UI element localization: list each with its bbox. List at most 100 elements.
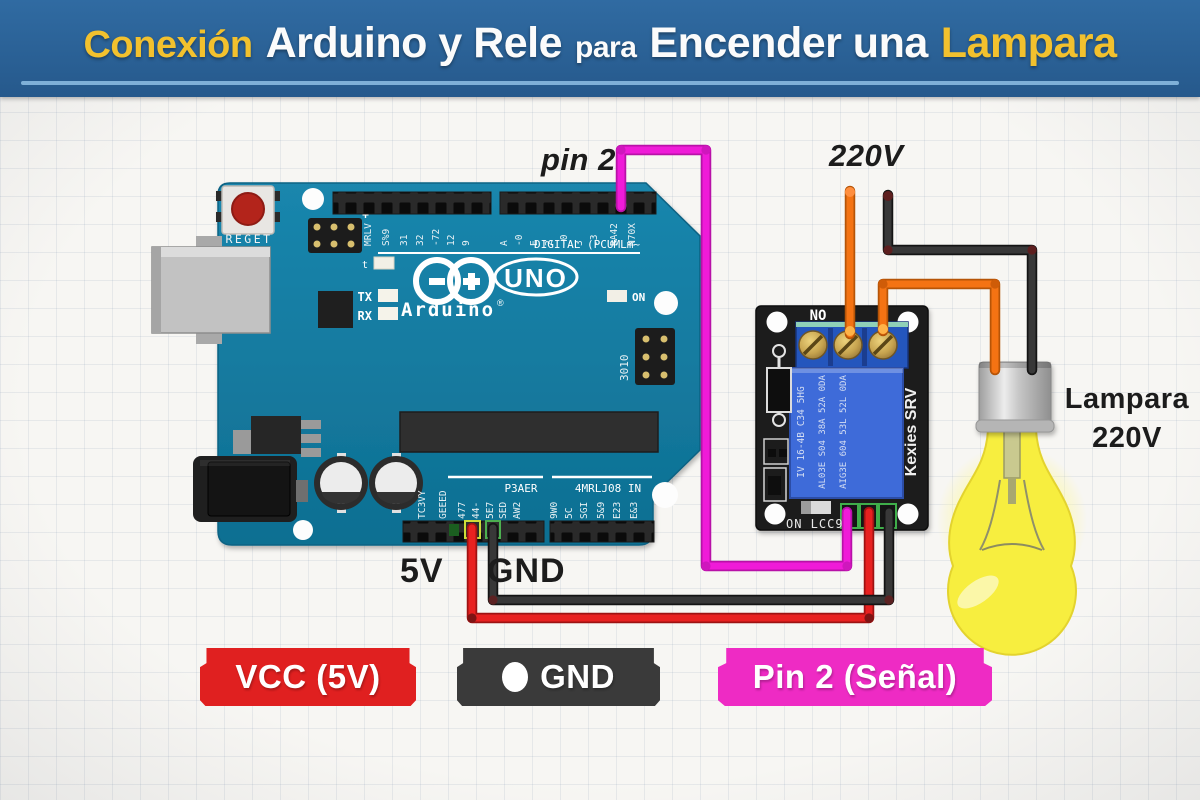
- digital-header-left: [332, 191, 492, 215]
- mounting-holes: [293, 188, 678, 540]
- pin-label: SGI: [579, 502, 590, 519]
- lamp-socket: [975, 361, 1055, 433]
- arduino-uno-board: REGET: [151, 182, 701, 546]
- power-wire-red: [466, 506, 875, 624]
- title-word-lampara: Lampara: [940, 19, 1117, 67]
- pin-label: 32: [415, 235, 426, 246]
- pin-label: 9W0: [549, 502, 560, 519]
- power-jack: [193, 456, 308, 522]
- arduino-logo: [413, 257, 495, 305]
- title-banner: Conexión Arduino y Rele para Encender un…: [0, 0, 1200, 97]
- icsp-header-2: [635, 328, 675, 385]
- pin-label: 2: [544, 240, 555, 246]
- pin-label: TC3VY: [417, 490, 428, 519]
- lamp-annotation: Lampara 220V: [1057, 380, 1197, 458]
- pin-label: -0: [559, 234, 570, 246]
- lamp: [912, 361, 1112, 656]
- pin2-annotation: pin 2: [541, 142, 616, 177]
- title-word-para: para: [575, 31, 637, 64]
- capacitor-2: [369, 453, 423, 513]
- ground-wire-black: [487, 506, 895, 606]
- pin-label: N70X: [627, 223, 638, 246]
- pin-label: 5C: [564, 508, 575, 519]
- title-underline: [21, 81, 1179, 85]
- uno-label: UNO: [504, 263, 568, 293]
- pin-label: GEEED: [438, 490, 449, 519]
- uno-oval: [493, 257, 579, 297]
- pin-label: E: [529, 240, 540, 246]
- relay-marking-3: AIG3E 604 53L 52L 0DA: [839, 375, 849, 489]
- page-title: Conexión Arduino y Rele para Encender un…: [83, 19, 1117, 68]
- pin-label: E&3: [629, 502, 640, 519]
- pin-label: S%9: [381, 229, 392, 246]
- relay-cube: IV 16-4B C34 5HG AL03E S04 38A 52A 0DA A…: [789, 367, 904, 499]
- pin-label: 12: [446, 235, 457, 246]
- legend-signal: Pin 2 (Señal): [718, 648, 992, 706]
- relay-side-label: Kexies SRV: [903, 387, 920, 476]
- legend-vcc: VCC (5V): [200, 648, 416, 706]
- digital-header-right: [499, 191, 657, 215]
- analog-header: [549, 520, 655, 543]
- analog-caption: 4MRLJ08 IN: [575, 482, 641, 495]
- relay-smd-component-1: [763, 438, 789, 465]
- mcu-chip: [399, 411, 659, 453]
- pin-label: -0: [514, 234, 525, 246]
- on-led: [607, 290, 627, 302]
- signal-wire-magenta: [615, 144, 853, 572]
- pin-highlight-green: [449, 524, 459, 536]
- pin-label: SED: [498, 502, 509, 519]
- on-label: ON: [632, 291, 645, 304]
- pin-label: RA42: [609, 223, 620, 246]
- legend-signal-label: Pin 2 (Señal): [752, 658, 958, 695]
- relay-to-lamp-wire-orange: [877, 278, 1001, 376]
- relay-smd-component-2: [763, 467, 787, 502]
- pin-label: A: [499, 240, 510, 246]
- pin-label: MRLV: [363, 223, 374, 246]
- tx-led: [378, 289, 398, 302]
- pin-label: .3: [589, 235, 600, 246]
- mains-voltage-annotation: 220V: [829, 138, 904, 173]
- legend-gnd-label: GND: [540, 658, 615, 695]
- title-word-encender: Encender una: [649, 19, 928, 67]
- rx-led: [378, 307, 398, 320]
- icsp-header-1: [308, 218, 362, 253]
- relay-bottom-label: ON LCC9: [786, 517, 844, 531]
- pin-label: 44-: [471, 502, 482, 519]
- digital-pin-labels: MRLV S%9 31 32 -72 12 9 A -0 E 2 -0 3 .3…: [363, 223, 638, 246]
- pin-label: 477: [457, 502, 468, 519]
- pin-label: 5E7: [485, 502, 496, 519]
- relay-no-label: NO: [810, 308, 827, 324]
- pin-label: 3: [574, 240, 585, 246]
- pin-label: 9: [461, 240, 472, 246]
- bulb-highlight: [957, 575, 999, 609]
- title-word-conexion: Conexión: [83, 24, 253, 66]
- gnd-annotation: GND: [487, 552, 566, 590]
- pin-label: E23: [612, 502, 623, 519]
- relay-smd-resistor: [801, 501, 831, 514]
- tx-label: TX: [358, 290, 373, 304]
- 5v-annotation: 5V: [400, 552, 444, 590]
- wire-joints: [467, 145, 1037, 623]
- icsp2-label: 3010: [618, 355, 631, 382]
- led-l: [373, 256, 395, 270]
- lamp-annotation-line2: 220V: [1092, 422, 1162, 455]
- relay-marking-1: IV 16-4B C34 5HG: [796, 386, 807, 478]
- legend-gnd: GND: [457, 648, 660, 706]
- relay-marking-2: AL03E S04 38A 52A 0DA: [818, 375, 828, 489]
- capacitor-1: [314, 453, 368, 513]
- title-word-arduino-rele: Arduino y Rele: [265, 19, 563, 67]
- arduino-brand: Arduino: [401, 299, 495, 321]
- bulb-filament: [979, 429, 1045, 551]
- gnd-dot-icon: [502, 662, 529, 692]
- pin-label: AW2: [512, 502, 523, 519]
- rx-label: RX: [358, 309, 373, 323]
- arduino-reg-mark: ®: [497, 298, 504, 308]
- reset-label: REGET: [225, 232, 272, 246]
- mains-neutral-wire-black: [882, 189, 1038, 376]
- legend-vcc-label: VCC (5V): [235, 658, 381, 695]
- power-analog-pin-labels: TC3VY GEEED 477 44- 5E7 SED AW2 9W0 5C S…: [417, 490, 640, 519]
- pin-label: -72: [431, 229, 442, 246]
- wires: [466, 144, 1038, 624]
